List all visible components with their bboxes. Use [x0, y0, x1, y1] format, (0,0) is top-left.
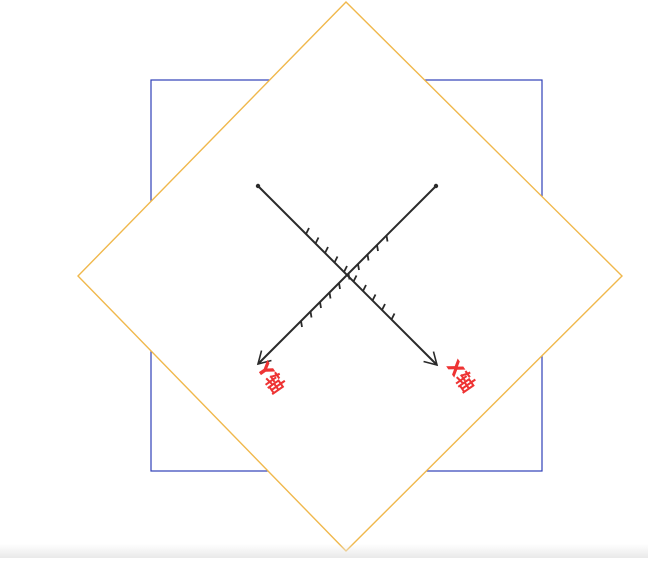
x-axis-ticks: [305, 227, 396, 320]
y-axis-origin-dot: [433, 183, 439, 189]
y-axis-tick: [385, 235, 389, 242]
y-axis-tick: [338, 282, 341, 290]
x-axis-tick: [352, 275, 358, 282]
x-axis-tick: [390, 313, 396, 320]
x-axis-tick: [381, 303, 386, 311]
y-axis-ticks: [300, 235, 389, 328]
y-axis-tick: [309, 311, 313, 318]
y-axis-tick: [347, 273, 351, 280]
y-axis-tick: [357, 263, 360, 271]
y-axis-line: [256, 185, 437, 366]
y-axis-tick: [366, 254, 370, 261]
y-axis-tick: [376, 244, 379, 252]
orange-diamond: [77, 1, 623, 552]
x-axis-origin-dot: [255, 183, 261, 189]
bottom-edge-shadow: [0, 544, 648, 558]
y-axis-tick: [328, 292, 332, 299]
x-axis-tick: [305, 227, 310, 235]
x-axis-tick: [324, 246, 329, 254]
y-axis-tick: [300, 320, 303, 328]
x-axis-tick: [343, 265, 348, 273]
x-axis-tick: [362, 284, 367, 292]
x-axis-tick: [371, 294, 377, 301]
y-axis-tick: [319, 301, 322, 309]
x-axis-tick: [314, 237, 320, 244]
x-axis-tick: [333, 256, 339, 263]
